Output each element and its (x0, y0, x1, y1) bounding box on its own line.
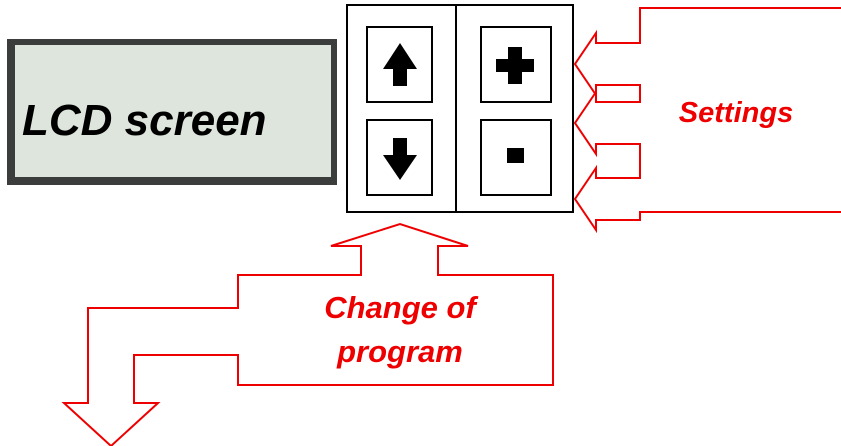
keypad (346, 4, 574, 213)
change-program-label-line1: Change of (324, 290, 478, 325)
lcd-display (15, 45, 331, 177)
lcd-screen-label: LCD screen (22, 96, 267, 145)
plus-icon (496, 47, 534, 84)
down-button[interactable] (366, 119, 433, 196)
arrow-up-icon (383, 43, 417, 86)
change-program-label-line2: program (336, 334, 463, 369)
change-program-callout-shape (61, 222, 554, 446)
settings-callout: Settings (573, 7, 841, 234)
minus-button[interactable] (480, 119, 552, 196)
lcd-screen: LCD screen (7, 39, 337, 185)
arrow-down-icon (383, 138, 417, 180)
minus-icon (507, 148, 524, 163)
plus-button[interactable] (480, 26, 552, 103)
settings-callout-shape (573, 7, 841, 234)
change-program-callout: Change of program (61, 222, 554, 446)
up-button[interactable] (366, 26, 433, 103)
settings-label: Settings (679, 97, 793, 129)
